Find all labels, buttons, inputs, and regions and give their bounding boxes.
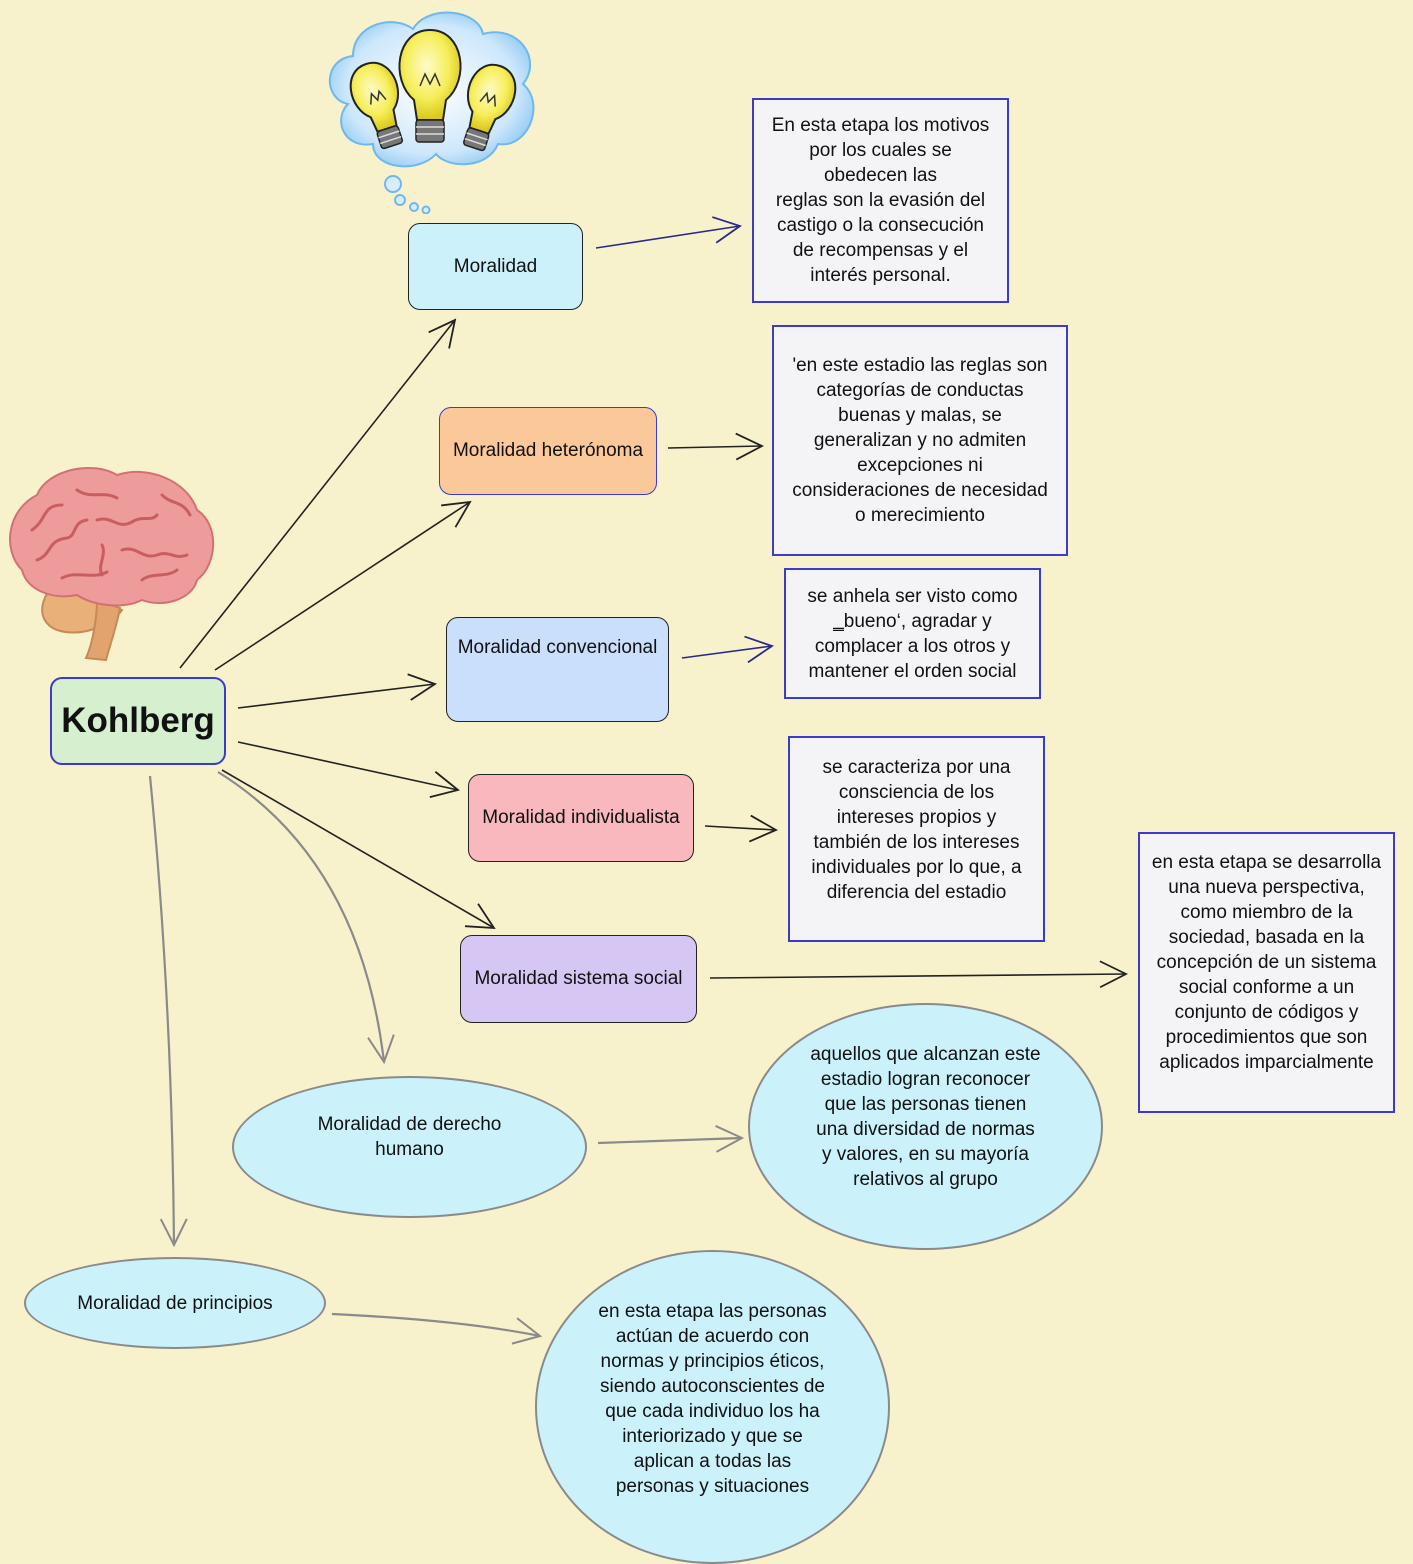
description-moralidad-sistema-social: en esta etapa se desarrolla una nueva pe… — [1138, 832, 1395, 1113]
description-moralidad-convencional: se anhela ser visto como ‗bueno‘, agrada… — [784, 568, 1041, 699]
arrow-moralidad-desc — [595, 226, 740, 249]
description-moralidad-principios: en esta etapa las personas actúan de acu… — [535, 1250, 890, 1564]
arrow-heteronoma-desc — [667, 446, 762, 448]
stage-moralidad-individualista[interactable]: Moralidad individualista — [468, 774, 694, 862]
stage-moralidad-sistema-social-label: Moralidad sistema social — [474, 968, 683, 990]
description-moralidad-convencional-text: se anhela ser visto como ‗bueno‘, agrada… — [807, 585, 1018, 682]
description-moralidad-derecho-humano-text: aquellos que alcanzan este estadio logra… — [810, 1043, 1041, 1190]
arrow-derecho-humano-desc — [597, 1138, 742, 1143]
stage-moralidad-principios[interactable]: Moralidad de principios — [24, 1257, 326, 1349]
arrow-individualista-desc — [704, 826, 776, 830]
stage-moralidad-heteronoma-label: Moralidad heterónoma — [452, 440, 644, 462]
kohlberg-node[interactable]: Kohlberg — [50, 677, 226, 765]
stage-moralidad-sistema-social[interactable]: Moralidad sistema social — [460, 935, 697, 1023]
arrow-kohlberg-individualista — [237, 741, 458, 790]
stage-moralidad-derecho-humano-label: Moralidad de derecho humano — [317, 1114, 502, 1160]
arrow-kohlberg-derecho-humano — [217, 771, 384, 1062]
description-moralidad-individualista-text: se caracteriza por una consciencia de lo… — [811, 757, 1022, 903]
stage-moralidad-convencional[interactable]: Moralidad convencional — [446, 617, 669, 722]
arrow-kohlberg-principios — [148, 775, 174, 1245]
stage-moralidad-label: Moralidad — [453, 255, 538, 277]
description-moralidad-heteronoma-text: 'en este estadio las reglas son categorí… — [792, 355, 1048, 526]
stage-moralidad[interactable]: Moralidad — [408, 223, 583, 310]
description-moralidad-derecho-humano: aquellos que alcanzan este estadio logra… — [748, 1003, 1103, 1250]
stage-moralidad-individualista-label: Moralidad individualista — [482, 807, 680, 829]
brain-icon — [9, 467, 215, 662]
description-moralidad-text: En esta etapa los motivos por los cuales… — [771, 115, 990, 286]
stage-moralidad-principios-label: Moralidad de principios — [77, 1292, 273, 1314]
arrow-kohlberg-convencional — [237, 684, 435, 709]
description-moralidad: En esta etapa los motivos por los cuales… — [752, 98, 1009, 303]
description-moralidad-sistema-social-text: en esta etapa se desarrolla una nueva pe… — [1151, 852, 1382, 1073]
lightbulbs-cloud-icon — [328, 11, 535, 214]
arrow-kohlberg-heteronoma — [214, 502, 470, 671]
arrow-kohlberg-sistema-social — [221, 769, 494, 928]
stage-moralidad-convencional-label: Moralidad convencional — [457, 637, 658, 658]
stage-moralidad-derecho-humano[interactable]: Moralidad de derecho humano — [232, 1076, 587, 1218]
description-moralidad-heteronoma: 'en este estadio las reglas son categorí… — [772, 325, 1068, 556]
description-moralidad-principios-text: en esta etapa las personas actúan de acu… — [598, 1301, 827, 1497]
arrow-principios-desc — [331, 1312, 540, 1336]
arrow-sistema-social-desc — [709, 974, 1126, 978]
kohlberg-label: Kohlberg — [61, 701, 215, 741]
arrow-convencional-desc — [681, 646, 772, 658]
description-moralidad-individualista: se caracteriza por una consciencia de lo… — [788, 736, 1045, 942]
stage-moralidad-heteronoma[interactable]: Moralidad heterónoma — [439, 407, 657, 495]
